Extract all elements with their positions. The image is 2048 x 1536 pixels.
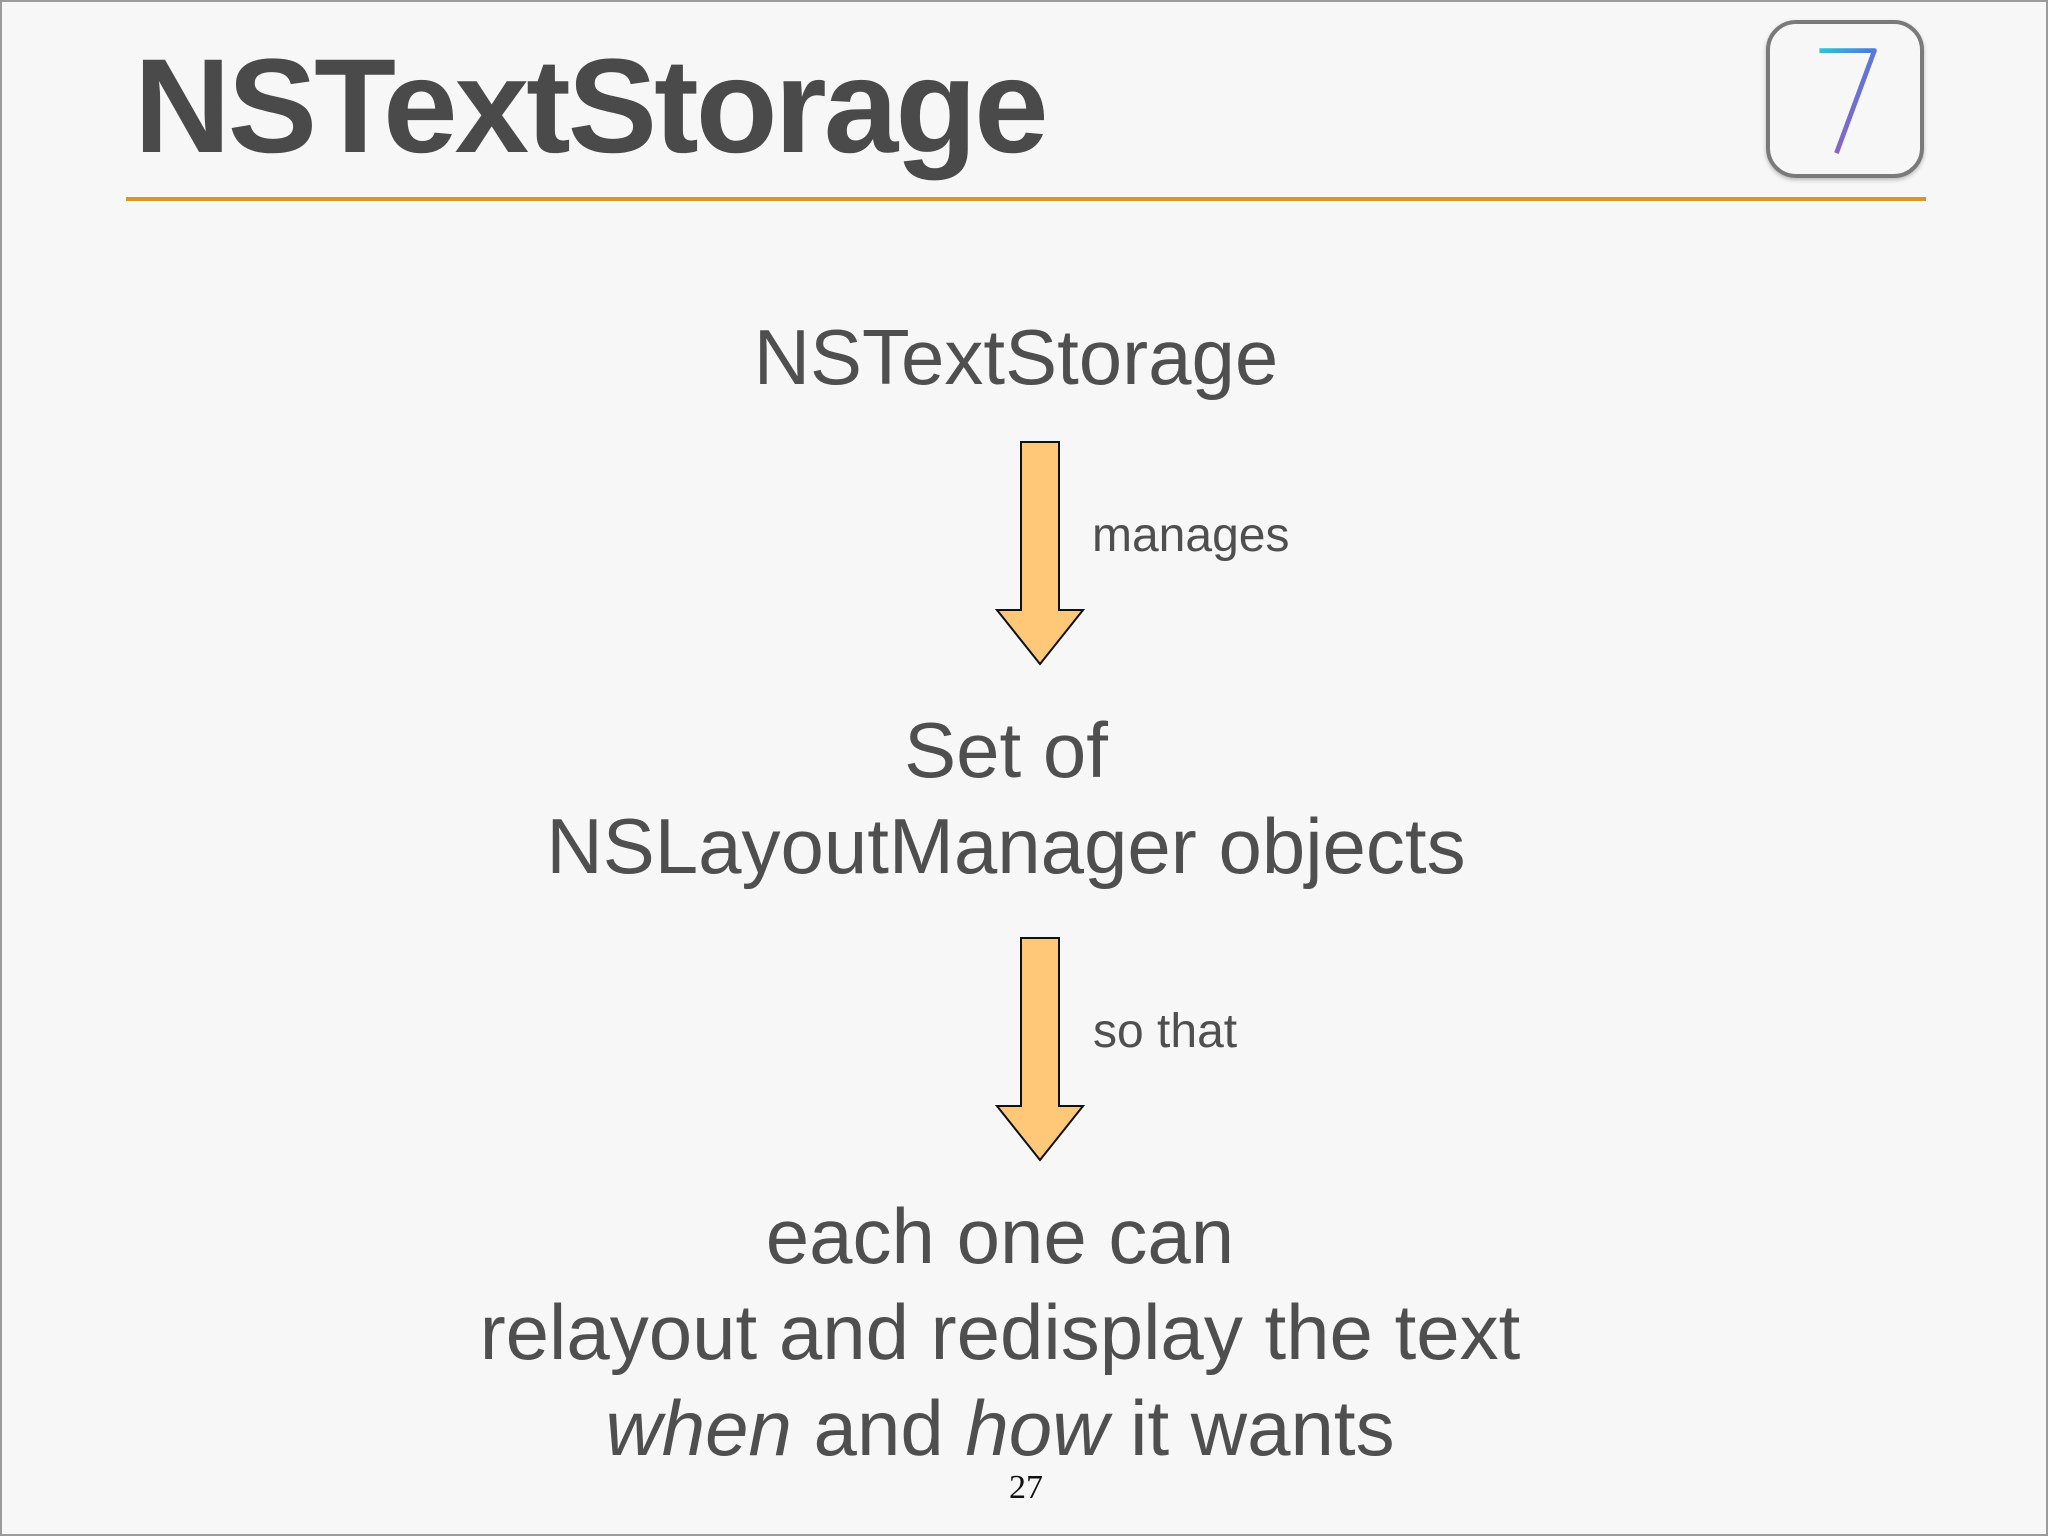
node-label-line-1: each one can [765,1192,1235,1280]
node-label-line-2: NSLayoutManager objects [546,802,1466,890]
title-underline [126,197,1926,201]
text-it-wants: it wants [1108,1384,1395,1472]
emphasis-when: when [605,1384,792,1472]
edge-label-so-that: so that [1093,1005,1238,1058]
page-number: 27 [1009,1469,1043,1506]
ios7-icon [1766,20,1924,178]
edge-label-manages: manages [1092,509,1290,562]
slide-title: NSTextStorage [134,32,1049,181]
emphasis-how: how [965,1384,1109,1472]
node-label-line-2: relayout and redisplay the text [479,1288,1521,1376]
text-and: and [791,1384,966,1472]
diagram-node-layoutmanagers: Set of NSLayoutManager objects [0,702,2030,894]
down-arrow-icon [995,441,1085,666]
node-label-line-1: Set of [904,706,1108,794]
node-label-line-3: when and how it wants [0,1380,2024,1476]
down-arrow-icon [995,937,1085,1162]
ios7-logo-graphic [1819,48,1877,154]
diagram-node-textstorage: NSTextStorage [0,309,2040,405]
node-label: NSTextStorage [753,313,1279,401]
diagram-node-result: each one can relayout and redisplay the … [0,1188,2024,1476]
